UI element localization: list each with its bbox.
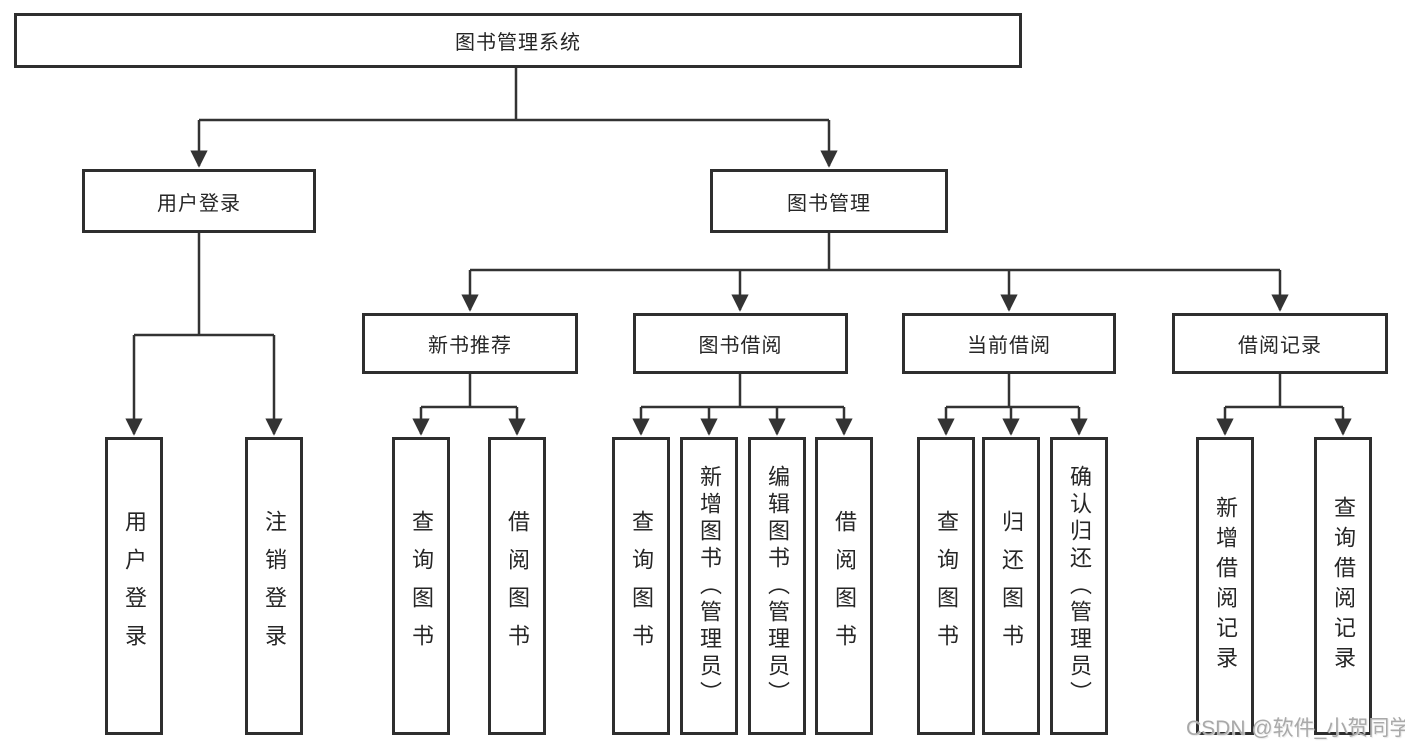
leaf-logout-login: 注销登录 bbox=[245, 437, 303, 735]
leaf-query-books-recommend: 查询图书 bbox=[392, 437, 450, 735]
leaf-confirm-return-admin: 确认归还（管理员） bbox=[1050, 437, 1108, 735]
leaf-query-borrow-record: 查询借阅记录 bbox=[1314, 437, 1372, 735]
leaf-add-books-admin: 新增图书（管理员） bbox=[680, 437, 738, 735]
leaf-user-login: 用户登录 bbox=[105, 437, 163, 735]
node-current-borrowing: 当前借阅 bbox=[902, 313, 1116, 374]
edges-new-book-recommendation-to-leaves bbox=[412, 374, 526, 436]
leaf-edit-books-admin: 编辑图书（管理员） bbox=[748, 437, 806, 735]
leaf-add-borrow-record: 新增借阅记录 bbox=[1196, 437, 1254, 735]
edges-root-to-level2 bbox=[190, 68, 838, 168]
watermark: CSDN @软件_小贺同学 bbox=[1186, 717, 1405, 740]
node-borrowing-records: 借阅记录 bbox=[1172, 313, 1388, 374]
node-new-book-recommendation: 新书推荐 bbox=[362, 313, 578, 374]
edges-borrowing-records-to-leaves bbox=[1216, 374, 1352, 436]
node-user-login: 用户登录 bbox=[82, 169, 316, 233]
node-book-borrowing: 图书借阅 bbox=[633, 313, 848, 374]
edges-user-login-to-leaves bbox=[125, 233, 283, 436]
edges-book-borrowing-to-leaves bbox=[632, 374, 853, 436]
edges-book-management-to-level3 bbox=[461, 233, 1289, 312]
node-library-management-system: 图书管理系统 bbox=[14, 13, 1022, 68]
node-book-management: 图书管理 bbox=[710, 169, 948, 233]
edges-current-borrowing-to-leaves bbox=[937, 374, 1088, 436]
leaf-borrow-books-borrowing: 借阅图书 bbox=[815, 437, 873, 735]
leaf-borrow-books-recommend: 借阅图书 bbox=[488, 437, 546, 735]
leaf-return-books: 归还图书 bbox=[982, 437, 1040, 735]
leaf-query-books-current: 查询图书 bbox=[917, 437, 975, 735]
leaf-query-books-borrowing: 查询图书 bbox=[612, 437, 670, 735]
